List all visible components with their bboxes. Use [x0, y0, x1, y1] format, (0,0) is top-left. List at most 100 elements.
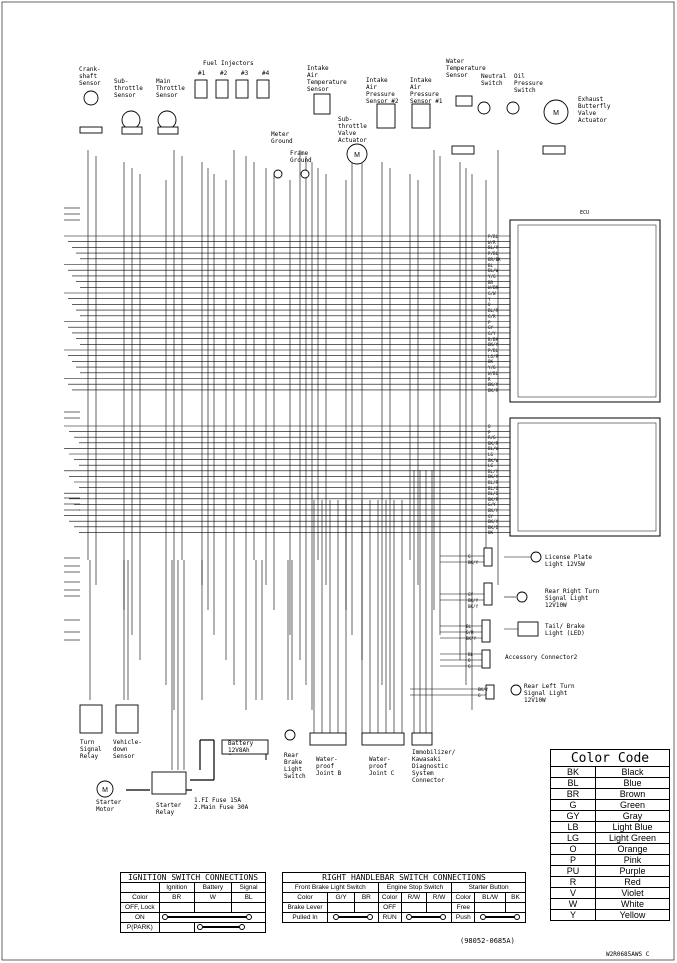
- license-plate-bulb-icon: [530, 551, 542, 563]
- color-name: Violet: [595, 887, 670, 899]
- hb-group-engine-stop: Engine Stop Switch: [377, 882, 453, 893]
- subthrottle-valve-actuator-label: Sub- throttle Valve Actuator: [338, 116, 367, 144]
- hb-group-starter: Starter Button: [451, 882, 526, 893]
- license-connector: [483, 547, 493, 567]
- starter-relay-label: Starter Relay: [156, 802, 182, 816]
- vehicle-down-sensor-icon: [115, 704, 139, 734]
- part-number: (98052-0685A): [460, 937, 515, 945]
- fuses-label: 1.FI Fuse 15A 2.Main Fuse 30A: [194, 797, 249, 811]
- oil-pressure-switch-label: Oil Pressure Switch: [514, 73, 543, 94]
- wire-color-tag: Y/G: [488, 273, 496, 279]
- exhaust-connector: [542, 145, 566, 155]
- wire-color-tag: BL/Y: [488, 468, 499, 474]
- color-name: Black: [595, 766, 670, 778]
- crankshaft-sensor-label: Crank- shaft Sensor: [79, 66, 101, 87]
- starter-relay-icon: [151, 771, 187, 795]
- color-abbrev: BL: [550, 777, 596, 789]
- wire-color-tag: R/G: [488, 435, 496, 441]
- wire-color-tag: P/BL: [488, 234, 499, 239]
- color-abbrev: Y: [550, 909, 596, 921]
- hb-row-pulled-in: Pulled In: [281, 912, 329, 923]
- color-abbrev: LG: [550, 832, 596, 844]
- wire-color-tag: O: [488, 302, 491, 308]
- hb-color-cell: BK: [504, 892, 527, 903]
- joint-b-label: Water- proof Joint B: [316, 756, 342, 777]
- injector-icon: [235, 79, 249, 99]
- water-temp-sensor-label: Water Temperature Sensor: [446, 58, 486, 79]
- wire-color-tag: BL/R: [488, 480, 499, 485]
- hb-group-brake: Front Brake Light Switch: [282, 882, 379, 893]
- color-abbrev: P: [550, 854, 596, 866]
- wire-color-tag: G/Y: [488, 330, 496, 336]
- hb-row-off: OFF: [377, 902, 402, 913]
- color-name: Orange: [595, 843, 670, 855]
- accessory-connector-label: Accessory Connector2: [505, 654, 578, 661]
- wire-color-tag: Y/G: [488, 365, 496, 371]
- wire-color-tag: P/BL: [488, 251, 499, 257]
- intake-air-pressure-1-icon: [411, 103, 431, 129]
- ignition-table-title: IGNITION SWITCH CONNECTIONS: [120, 872, 266, 883]
- exhaust-valve-actuator-label: Exhaust Butterfly Valve Actuator: [578, 96, 611, 124]
- color-abbrev: V: [550, 887, 596, 899]
- tail-light-icon: [517, 621, 539, 637]
- wire-color-tag: BR: [488, 279, 494, 285]
- color-name: Yellow: [595, 909, 670, 921]
- hb-row-brake-lever: Brake Lever: [281, 902, 329, 913]
- battery-icon: [221, 739, 269, 755]
- immobilizer-connector-icon: [411, 732, 433, 746]
- hb-color-cell: BR: [354, 892, 379, 903]
- frame-ground-label: Frame Ground: [290, 150, 312, 164]
- wire-color-tag: BL/O: [488, 485, 499, 491]
- wire-color-tag: BK/R: [488, 387, 499, 393]
- injector-icon: [215, 79, 229, 99]
- wire-color-tag: BL/W: [488, 446, 499, 452]
- injector-2-label: #2: [220, 70, 228, 77]
- wire-color-tag: BK/Y: [466, 636, 477, 641]
- crankshaft-sensor-icon: [83, 90, 99, 106]
- rear-right-turn-label: Rear Right Turn Signal Light 12V10W: [545, 588, 600, 609]
- ign-color-label: Color: [120, 892, 160, 903]
- wire-color-tag: BK/O: [488, 524, 499, 530]
- main-throttle-connector: [157, 126, 179, 135]
- handlebar-table-title: RIGHT HANDLEBAR SWITCH CONNECTIONS: [282, 872, 526, 883]
- hb-row-push: Push: [451, 912, 476, 923]
- ign-row-on: ON: [120, 912, 160, 923]
- wire-color-tag: BK/Y: [488, 474, 499, 480]
- wire-color-tag: O: [488, 424, 491, 429]
- ignition-switch-table: IGNITION SWITCH CONNECTIONS Ignition Bat…: [120, 872, 267, 933]
- wire-color-tag: G: [468, 664, 471, 669]
- intake-air-pressure-2-label: Intake Air Pressure Sensor #2: [366, 77, 399, 105]
- meter-ground-icon: [273, 169, 283, 179]
- exhaust-valve-actuator-icon: [543, 99, 569, 125]
- turn-signal-relay-icon: [79, 704, 103, 734]
- wire-color-tag: BK/Y: [468, 604, 479, 609]
- main-throttle-sensor-icon: [157, 110, 177, 130]
- hb-color-cell: G/Y: [327, 892, 356, 903]
- color-name: Gray: [595, 810, 670, 822]
- wire-color-tag: BK/Y: [488, 342, 499, 348]
- wire-color-tag: O: [468, 658, 471, 663]
- battery-label: Battery 12V8Ah: [228, 740, 254, 754]
- wire-color-tag: Y: [488, 296, 491, 302]
- tail-brake-light-label: Tail/ Brake Light (LED): [545, 623, 585, 637]
- motor-letter: M: [102, 787, 108, 794]
- intake-air-temp-sensor-icon: [313, 93, 331, 115]
- wire-color-tag: BK/R: [488, 496, 499, 502]
- wire-color-tag: BK/Y: [468, 560, 479, 565]
- ign-row-off: OFF, Lock: [120, 902, 160, 913]
- color-name: Blue: [595, 777, 670, 789]
- injector-4-label: #4: [262, 70, 270, 77]
- injector-3-label: #3: [241, 70, 249, 77]
- rear-right-bulb-icon: [516, 591, 528, 603]
- rear-brake-switch-label: Rear Brake Light Switch: [284, 752, 306, 780]
- wire-color-tag: BL/G: [488, 491, 499, 497]
- intake-air-pressure-2-icon: [376, 103, 396, 129]
- wire-color-tag: LG: [488, 452, 494, 457]
- ign-color-battery: W: [193, 892, 233, 903]
